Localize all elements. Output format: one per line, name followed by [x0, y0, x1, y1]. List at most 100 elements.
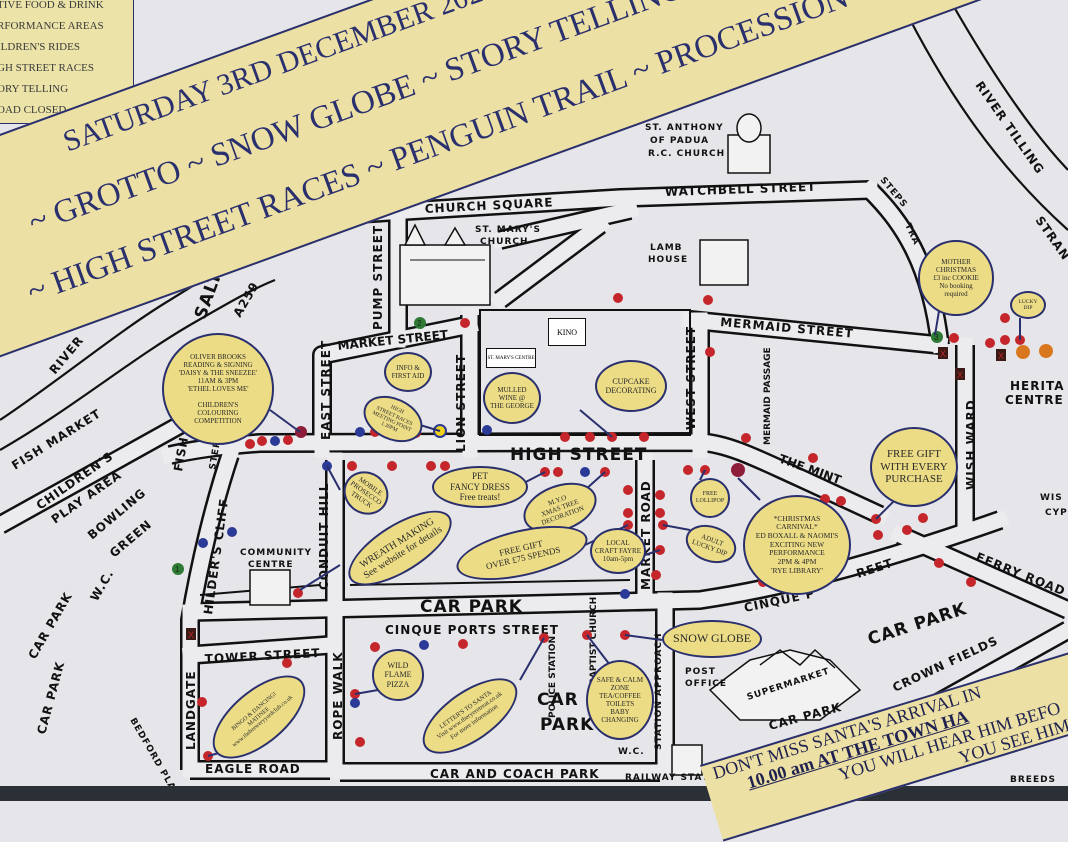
label-wish-ward: WISH WARD	[964, 399, 978, 490]
label-office: OFFICE	[685, 679, 727, 689]
label-rope-walk: ROPE WALK	[331, 651, 345, 740]
food-drink-marker	[655, 508, 665, 518]
performance-marker	[620, 589, 630, 599]
label-park: PARK	[540, 715, 594, 735]
bubble-oliver-brooks: OLIVER BROOKS READING & SIGNING 'DAISY &…	[162, 333, 274, 445]
label-landgate: LANDGATE	[184, 670, 198, 750]
supermarket-drawing	[708, 648, 862, 721]
food-drink-marker	[985, 338, 995, 348]
label-tower-street: TOWER STREET	[204, 646, 320, 666]
bubble-wild-flame-pizza: WILD FLAME PIZZA	[372, 649, 424, 701]
performance-marker	[355, 427, 365, 437]
food-drink-marker	[949, 333, 959, 343]
performance-marker	[198, 538, 208, 548]
label-rc-church: R.C. CHURCH	[648, 149, 725, 159]
closed-mark: X	[998, 351, 1004, 361]
food-drink-marker	[808, 453, 818, 463]
childrens-ride-marker	[1039, 344, 1053, 358]
food-drink-marker	[705, 347, 715, 357]
grotto-number: 3	[934, 333, 939, 342]
food-drink-marker	[966, 577, 976, 587]
grotto-markers: 1 2 3	[172, 317, 943, 575]
childrens-ride-marker	[731, 463, 745, 477]
food-drink-marker	[703, 295, 713, 305]
label-st-marys: ST. MARY'S	[475, 225, 541, 235]
food-drink-marker	[387, 461, 397, 471]
label-east-street: EAST STREET	[319, 340, 333, 440]
label-centre: CENTRE	[248, 560, 294, 570]
food-drink-marker	[426, 461, 436, 471]
label-car-park-right: CAR PARK	[865, 599, 969, 650]
bubble-christmas-carnival: *CHRISTMAS CARNIVAL* ED BOXALL & NAOMI'S…	[743, 495, 851, 595]
st-anthony-church-drawing	[727, 113, 771, 174]
bubble-mother-christmas: MOTHER CHRISTMAS £3 inc COOKIE No bookin…	[918, 240, 994, 316]
food-drink-marker	[918, 513, 928, 523]
food-drink-marker	[873, 530, 883, 540]
label-fish: FISH	[171, 435, 191, 472]
legend-item: ILDREN'S RIDES	[0, 41, 80, 53]
closed-mark: X	[957, 370, 963, 380]
bubble-free-lollipop: FREE LOLLIPOP	[690, 478, 730, 518]
label-car-park-center: CAR PARK	[420, 597, 523, 617]
label-west-street: WEST STREET	[684, 326, 698, 430]
label-car: CAR	[537, 690, 579, 710]
food-drink-marker	[585, 432, 595, 442]
road-closed-markers: X X X X	[186, 347, 1006, 640]
food-drink-marker	[282, 658, 292, 668]
label-car-and-coach-park: CAR AND COACH PARK	[430, 767, 600, 781]
label-eagle-road: EAGLE ROAD	[205, 762, 301, 776]
label-post: POST	[685, 667, 716, 677]
label-church: CHURCH	[480, 237, 529, 247]
food-drink-marker	[560, 432, 570, 442]
food-drink-marker	[836, 496, 846, 506]
food-drink-marker	[934, 558, 944, 568]
food-drink-marker	[460, 318, 470, 328]
food-drink-marker	[1000, 335, 1010, 345]
food-drink-marker	[458, 639, 468, 649]
performance-marker	[270, 436, 280, 446]
label-high-street: HIGH STREET	[510, 445, 647, 465]
label-river-tillingham: RIVER TILLING	[973, 79, 1048, 177]
label-lion-street: LION STREET	[454, 354, 468, 452]
label-car-park-left2: CAR PARK	[34, 660, 67, 736]
food-drink-marker	[623, 485, 633, 495]
food-drink-marker	[639, 432, 649, 442]
label-conduit-hill: CONDUIT HILL	[317, 483, 331, 590]
label-wc-bottom: W.C.	[618, 747, 645, 757]
food-drink-marker	[245, 439, 255, 449]
table-edge	[0, 786, 1068, 801]
grotto-number: 2	[417, 319, 422, 328]
bubble-cupcake: CUPCAKE DECORATING	[595, 360, 667, 412]
label-station-approach: STATION APPROACH	[654, 632, 664, 750]
food-drink-marker	[355, 737, 365, 747]
label-church-square: CHURCH SQUARE	[424, 195, 553, 216]
performance-marker	[419, 640, 429, 650]
performance-marker	[350, 698, 360, 708]
label-wis: WIS	[1040, 493, 1063, 503]
label-cinque-ports-street: CINQUE PORTS STREET	[385, 623, 559, 637]
label-railway-station: RAILWAY STATION	[625, 773, 730, 783]
grotto-number: 1	[175, 565, 180, 574]
river-tillingham-bank	[949, 0, 1068, 171]
food-drink-marker	[1000, 313, 1010, 323]
label-wc-left: W.C.	[87, 567, 116, 604]
bubble-lucky-dip: LUCKY DIP	[1010, 291, 1046, 319]
food-drink-marker	[347, 461, 357, 471]
food-drink-marker	[553, 467, 563, 477]
legend-item: TIVE FOOD & DRINK	[0, 0, 104, 11]
label-community: COMMUNITY	[240, 548, 312, 558]
childrens-ride-marker	[295, 426, 307, 438]
food-drink-marker	[623, 508, 633, 518]
bubble-free-gift-purchase: FREE GIFT WITH EVERY PURCHASE	[870, 427, 958, 507]
label-heritage-centre: CENTRE	[1005, 393, 1064, 407]
label-strand: STRAN	[1033, 214, 1068, 263]
label-river: RIVER	[47, 333, 87, 377]
childrens-ride-marker	[1016, 345, 1030, 359]
label-of-padua: OF PADUA	[650, 136, 709, 146]
label-police-station: POLICE STATION	[548, 636, 558, 718]
legend-item: GH STREET RACES	[0, 62, 94, 74]
label-baptist-church: BAPTIST CHURCH	[589, 597, 599, 685]
label-market-road: MARKET ROAD	[639, 480, 653, 590]
food-drink-marker	[440, 461, 450, 471]
label-lamb: LAMB	[650, 243, 683, 253]
